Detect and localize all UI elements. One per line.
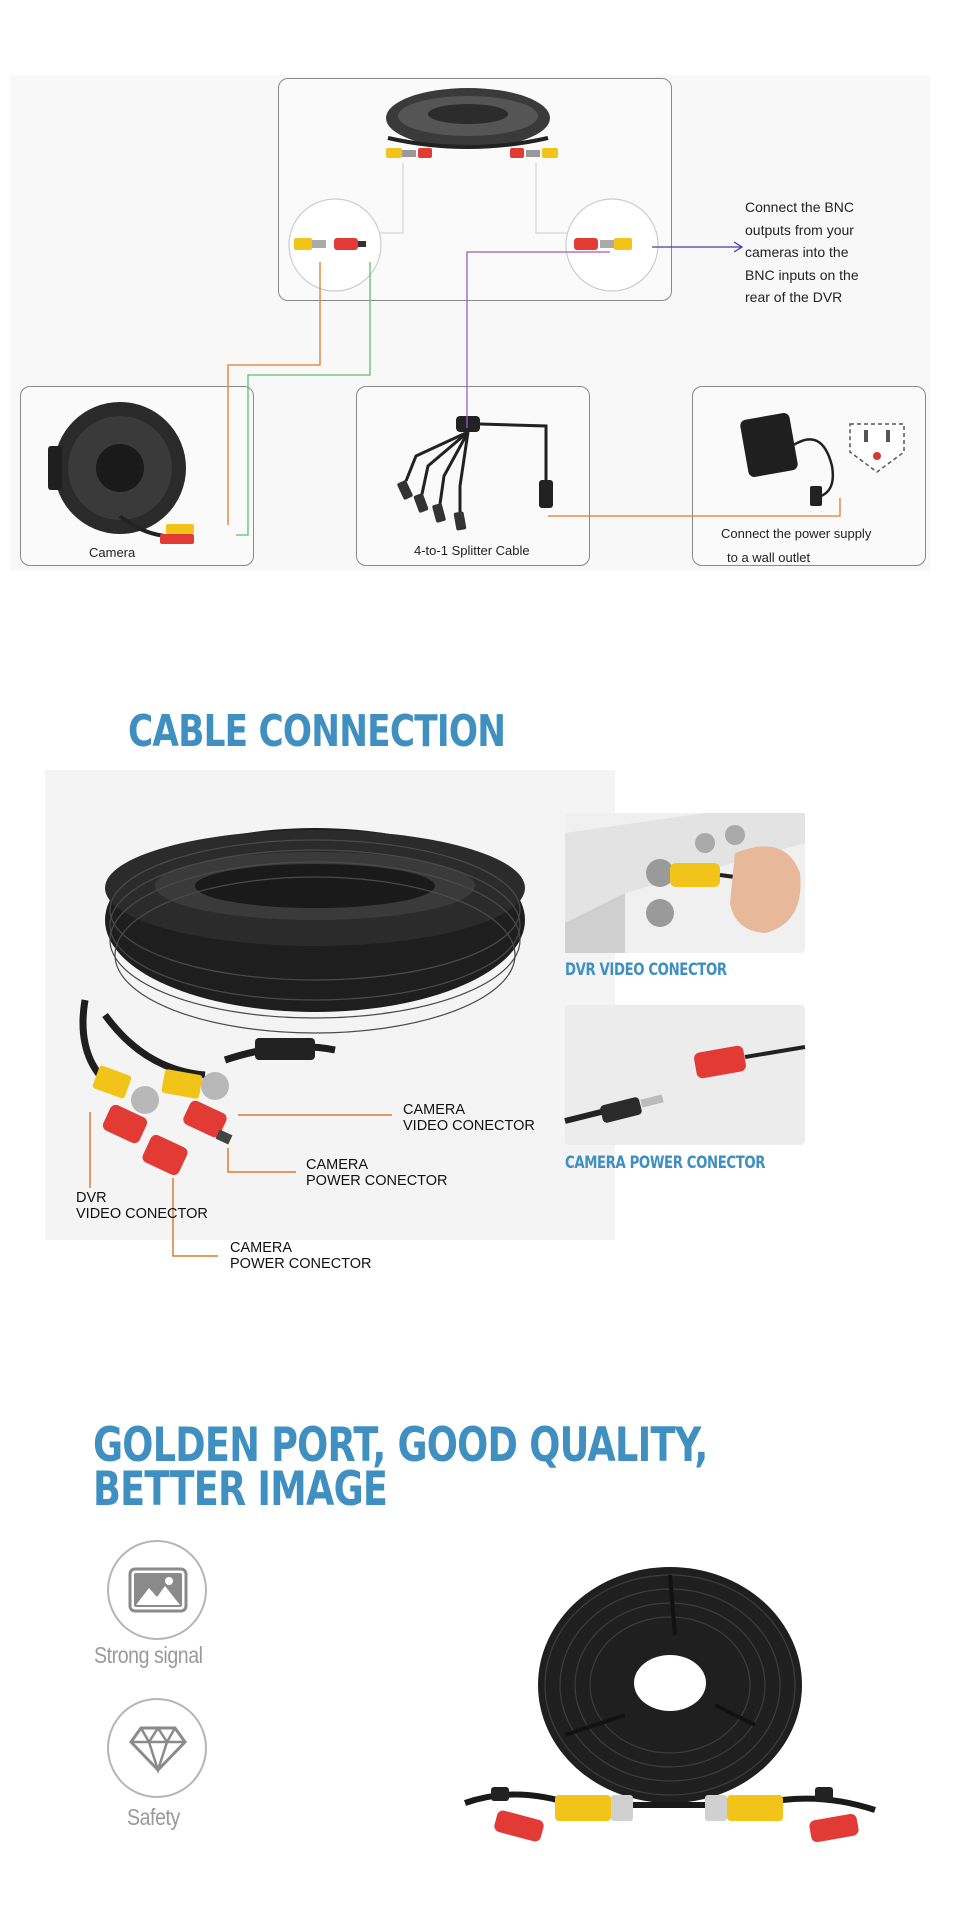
connection-leads	[227, 241, 841, 536]
image-icon	[128, 1567, 188, 1613]
note-line: BNC inputs on the	[745, 266, 859, 283]
callout-dvr-video: DVR VIDEO CONECTOR	[76, 1190, 208, 1222]
coiled-cable-image	[463, 1567, 876, 1843]
cable-bundle-image	[288, 88, 659, 292]
dvr-connector-image	[565, 813, 805, 953]
note-line: Connect the BNC	[745, 199, 854, 215]
note-line: outputs from your	[745, 221, 854, 238]
cable-connection-title: CABLE CONNECTION	[128, 706, 506, 757]
callout-camera-power: CAMERA POWER CONECTOR	[306, 1157, 448, 1189]
quality-title-line1: GOLDEN PORT, GOOD QUALITY,	[93, 1418, 708, 1473]
strong-signal-badge	[107, 1540, 207, 1640]
splitter-image	[397, 416, 553, 531]
quality-title-line2: BETTER IMAGE	[93, 1462, 388, 1517]
callout-camera-power-2: CAMERA POWER CONECTOR	[230, 1240, 372, 1272]
splitter-label: 4-to-1 Splitter Cable	[414, 543, 530, 558]
dvr-caption: DVR VIDEO CONECTOR	[565, 960, 727, 980]
strong-signal-label: Strong signal	[94, 1642, 203, 1668]
safety-badge	[107, 1698, 207, 1798]
camera-power-caption: CAMERA POWER CONECTOR	[565, 1153, 766, 1173]
bnc-instruction-note: Connect the BNC outputs from your camera…	[745, 196, 859, 309]
safety-label: Safety	[127, 1804, 180, 1830]
callout-leads	[89, 1112, 392, 1257]
power-line: Connect the power supply	[721, 526, 872, 541]
power-supply-box	[692, 386, 926, 566]
camera-image	[48, 402, 194, 544]
power-supply-image	[740, 413, 905, 506]
diamond-icon	[129, 1725, 187, 1775]
power-instruction: Connect the power supply to a wall outle…	[721, 522, 871, 570]
camera-label: Camera	[89, 545, 136, 560]
callout-camera-video: CAMERA VIDEO CONECTOR	[403, 1102, 535, 1134]
cable-coil-image	[45, 770, 615, 1240]
camera-power-image	[564, 1005, 806, 1145]
power-line: to a wall outlet	[727, 550, 811, 565]
note-line: cameras into the	[745, 244, 849, 260]
note-line: rear of the DVR	[745, 289, 843, 305]
